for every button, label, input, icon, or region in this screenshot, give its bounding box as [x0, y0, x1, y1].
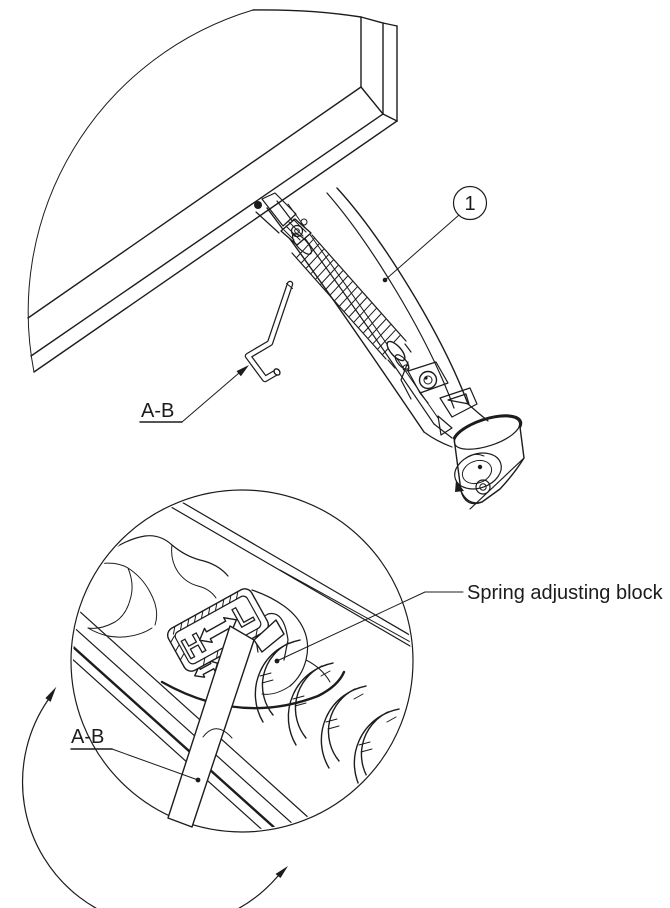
allen-key-end-cap — [273, 368, 281, 376]
arm-assembly — [254, 187, 525, 510]
section-cut-arc — [27, 9, 254, 373]
allen-key-bend — [253, 619, 285, 653]
rail-lower-lines — [73, 591, 321, 830]
rail-upper-third — [279, 569, 411, 651]
a-b-text-detail: A-B — [71, 726, 104, 748]
coil-3 — [320, 685, 367, 769]
monitor-right-edge — [360, 16, 398, 122]
monitor-bottom-edges — [27, 86, 398, 373]
allen-key-core — [246, 282, 292, 381]
spring-end-cap2 — [394, 354, 410, 370]
callout-1: 1 — [382, 185, 488, 283]
screw-plate — [400, 361, 449, 404]
spring-end-fitting — [387, 343, 412, 369]
monitor-outline — [27, 9, 398, 373]
joint-top-ellipse — [453, 416, 521, 450]
bracket-lines — [255, 192, 297, 234]
monitor-top-edge — [252, 9, 398, 27]
arm-right-outline — [336, 187, 469, 405]
label-a-b-top: A-B — [139, 365, 249, 423]
nut-socket-inner — [294, 228, 300, 234]
joint-pin-dot — [477, 464, 483, 470]
block-front-edge — [160, 670, 346, 710]
label-a-b-detail: A-B — [70, 726, 201, 783]
a-b-leader-dot — [195, 777, 201, 783]
joint-shadow-wedge — [455, 480, 464, 492]
joint-cut-face — [460, 457, 525, 510]
callout-number: 1 — [464, 193, 475, 215]
coil-ticks — [259, 670, 397, 753]
lower-fasteners — [400, 361, 478, 436]
monitor-bezel-corner — [360, 86, 398, 122]
screw-head-inner — [423, 375, 433, 385]
bracket-triangles — [437, 387, 478, 436]
rotation-arc — [21, 699, 279, 908]
allen-key-top — [244, 280, 294, 383]
spring-coil-lines — [296, 238, 401, 355]
joint-screw-inner — [479, 483, 487, 491]
spring-adjusting-block — [160, 589, 346, 710]
housing-contour — [74, 535, 229, 613]
pivot-ball — [254, 201, 262, 209]
screw-dot — [424, 376, 428, 380]
block-label-text: Spring adjusting block — [467, 582, 664, 604]
block-lines — [261, 659, 331, 695]
gas-spring — [291, 233, 412, 372]
joint-body — [453, 426, 525, 505]
a-b-text-top: A-B — [141, 400, 174, 422]
a-b-leader-detail — [111, 748, 199, 781]
callout-leader-dot — [382, 277, 388, 283]
hl-plate: H L — [166, 588, 270, 672]
housing-back-lines — [75, 509, 121, 563]
rotation-direction-arrow — [21, 686, 288, 908]
coil-5 — [386, 731, 411, 815]
joint-cylinder — [452, 414, 525, 510]
block-label-leader — [278, 591, 464, 661]
rotation-arrowhead-top — [45, 686, 57, 702]
coil-4 — [353, 708, 400, 792]
block-leader-dot — [274, 658, 280, 664]
top-view: 1 A-B — [27, 9, 525, 510]
housing-seams-2 — [87, 544, 217, 638]
joint-top-rim — [452, 414, 523, 440]
nut-socket-outer — [290, 224, 304, 238]
a-b-leader-top — [181, 366, 247, 423]
label-spring-adjusting-block: Spring adjusting block — [274, 582, 664, 664]
screw-head-outer — [418, 370, 438, 390]
callout-bubble — [452, 185, 488, 221]
callout-leader — [384, 214, 460, 281]
detail-view: H L A-B Spring adjusting block — [21, 489, 664, 908]
coil-2 — [287, 662, 334, 746]
a-b-arrowhead-icon — [236, 365, 249, 377]
rail-lower-heavy — [73, 618, 308, 830]
upper-mount-bracket — [254, 192, 312, 246]
arm-left-outline — [266, 207, 425, 433]
spring-coils-detail — [254, 639, 411, 815]
block-outline — [251, 589, 309, 687]
allen-key-tip-bevel — [286, 283, 293, 289]
arm-joint-transition — [423, 403, 489, 448]
detail-boundary-circle — [70, 489, 414, 833]
shaft-highlight-arc — [202, 728, 233, 739]
spring-end-nub — [402, 364, 410, 372]
joint-socket-detail — [465, 453, 485, 459]
spring-top-cap — [291, 233, 313, 255]
spring-envelope — [291, 234, 407, 360]
joint-screw-outer — [475, 479, 491, 495]
housing-seams — [87, 562, 158, 629]
arm-right-inner-line — [326, 192, 455, 409]
screw-tip — [300, 218, 308, 226]
rotation-arrowhead-bottom — [275, 866, 288, 878]
joint-socket-inner — [461, 459, 493, 485]
double-arrow-icon — [198, 616, 238, 644]
